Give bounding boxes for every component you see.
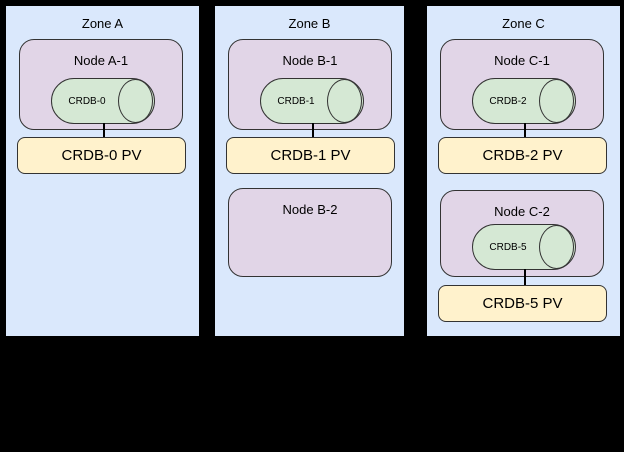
connector-line [103,123,105,138]
crdb-2-label: CRDB-2 [489,95,527,107]
node-a1-title: Node A-1 [73,53,129,68]
crdb-1-cylinder: CRDB-1 [260,78,364,124]
crdb-2-pv-label: CRDB-2 PV [482,147,563,164]
node-c2-title: Node C-2 [494,204,550,219]
node-b2-box: Node B-2 [228,188,392,277]
zone-c: Zone C Node C-1 CRDB-2 CRDB-2 PV Node C-… [425,4,622,338]
crdb-1-pv-label: CRDB-1 PV [270,147,351,164]
crdb-5-pv-box: CRDB-5 PV [438,285,607,322]
zone-a-title: Zone A [81,16,124,31]
zone-b-title: Zone B [288,16,331,31]
cylinder-face-icon [118,79,153,123]
node-b1-title: Node B-1 [282,53,338,68]
node-b2-title: Node B-2 [282,202,338,217]
connector-line [524,269,526,286]
cylinder-face-icon [539,79,574,123]
crdb-0-cylinder: CRDB-0 [51,78,155,124]
cylinder-face-icon [327,79,362,123]
zone-c-title: Zone C [502,16,545,31]
zone-a: Zone A Node A-1 CRDB-0 CRDB-0 PV [4,4,201,338]
zone-b: Zone B Node B-1 CRDB-1 CRDB-1 PV Node B-… [213,4,406,338]
crdb-0-pv-label: CRDB-0 PV [61,147,142,164]
crdb-0-label: CRDB-0 [68,95,106,107]
crdb-1-label: CRDB-1 [277,95,315,107]
node-c1-title: Node C-1 [494,53,550,68]
crdb-2-pv-box: CRDB-2 PV [438,137,607,174]
crdb-5-pv-label: CRDB-5 PV [482,295,563,312]
connector-line [312,123,314,138]
crdb-2-cylinder: CRDB-2 [472,78,576,124]
crdb-0-pv-box: CRDB-0 PV [17,137,186,174]
crdb-1-pv-box: CRDB-1 PV [226,137,395,174]
cylinder-face-icon [539,225,574,269]
crdb-5-cylinder: CRDB-5 [472,224,576,270]
connector-line [524,123,526,138]
crdb-5-label: CRDB-5 [489,241,527,253]
